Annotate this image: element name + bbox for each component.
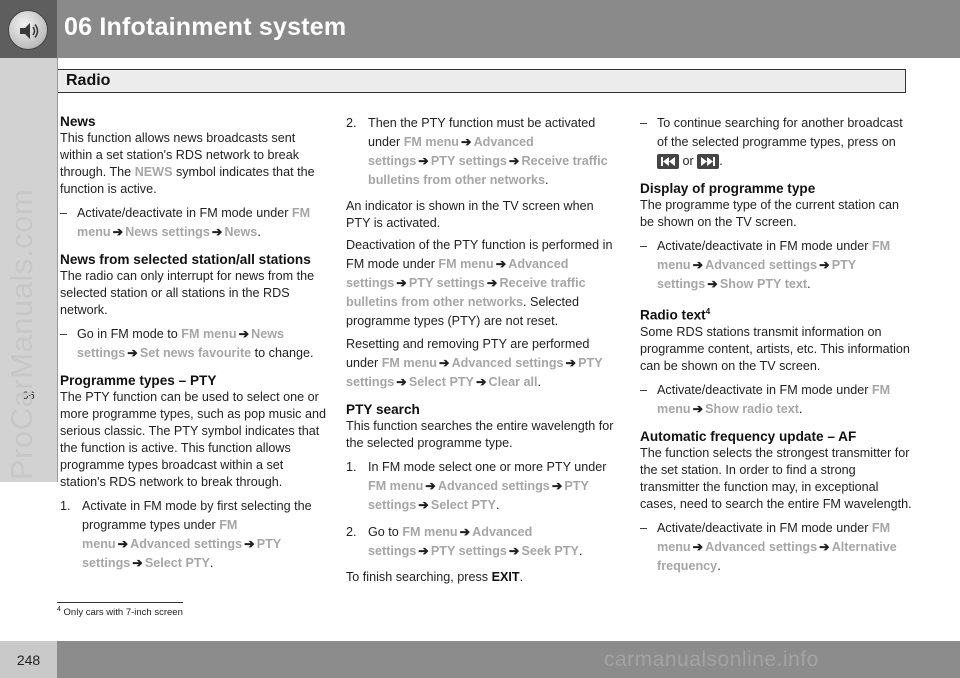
arrow-icon: ➔ bbox=[211, 225, 223, 239]
watermark: ProCarManuals.com bbox=[4, 188, 39, 480]
arrow-icon: ➔ bbox=[819, 539, 830, 554]
list-item: 1. Activate in FM mode by first selectin… bbox=[60, 499, 312, 570]
arrow-icon: ➔ bbox=[692, 258, 704, 272]
side-divider bbox=[57, 58, 58, 482]
arrow-icon: ➔ bbox=[475, 375, 487, 389]
arrow-icon: ➔ bbox=[244, 537, 255, 551]
arrow-icon: ➔ bbox=[117, 537, 129, 551]
prev-track-icon bbox=[657, 154, 679, 170]
paragraph-display-type: The programme type of the current statio… bbox=[640, 198, 900, 229]
arrow-icon: ➔ bbox=[819, 258, 830, 272]
exit-label: EXIT bbox=[491, 570, 520, 584]
arrow-icon: ➔ bbox=[508, 154, 520, 168]
arrow-icon: ➔ bbox=[692, 401, 704, 416]
page-number: 248 bbox=[16, 652, 41, 668]
arrow-icon: ➔ bbox=[418, 154, 429, 168]
arrow-icon: ➔ bbox=[132, 556, 143, 570]
arrow-icon: ➔ bbox=[459, 525, 471, 539]
paragraph-pty: The PTY function can be used to select o… bbox=[60, 390, 326, 489]
speaker-icon bbox=[8, 10, 48, 50]
arrow-icon: ➔ bbox=[495, 257, 507, 271]
list-item: 2. Go to FM menu➔Advanced settings➔PTY s… bbox=[346, 525, 583, 558]
section-title: Radio bbox=[66, 72, 111, 89]
arrow-icon: ➔ bbox=[112, 225, 124, 239]
column-3: – To continue searching for another broa… bbox=[640, 114, 912, 584]
footer-band bbox=[0, 641, 960, 678]
paragraph-radio-text: Some RDS stations transmit information o… bbox=[640, 324, 910, 373]
arrow-icon: ➔ bbox=[707, 277, 718, 291]
heading-pty-search: PTY search bbox=[346, 402, 420, 417]
heading-pty: Programme types – PTY bbox=[60, 373, 217, 388]
arrow-icon: ➔ bbox=[565, 356, 577, 370]
column-1: News This function allows news broadcast… bbox=[60, 114, 328, 581]
arrow-icon: ➔ bbox=[396, 375, 407, 389]
paragraph-af: The function selects the strongest trans… bbox=[640, 445, 912, 511]
arrow-icon: ➔ bbox=[508, 544, 520, 558]
heading-news: News bbox=[60, 114, 96, 129]
paragraph-reset: Resetting and removing PTY are performed… bbox=[346, 337, 603, 389]
keyword-news: NEWS bbox=[134, 165, 173, 179]
paragraph-finish: To finish searching, press EXIT. bbox=[346, 570, 524, 584]
paragraph-news: This function allows news broadcasts sen… bbox=[60, 131, 315, 196]
section-header: Radio bbox=[57, 69, 906, 93]
footnote-ref: 4 bbox=[705, 307, 711, 316]
paragraph-indicator: An indicator is shown in the TV screen w… bbox=[346, 199, 594, 230]
list-item: – Activate/deactivate in FM mode under F… bbox=[640, 239, 891, 291]
header-band bbox=[0, 0, 960, 58]
next-track-icon bbox=[697, 154, 720, 170]
paragraph-news-selected: The radio can only interrupt for news fr… bbox=[60, 269, 315, 317]
list-item: – To continue searching for another broa… bbox=[640, 116, 903, 170]
arrow-icon: ➔ bbox=[486, 276, 498, 290]
list-item: 2. Then the PTY function must be activat… bbox=[346, 116, 608, 187]
list-item: – Go in FM mode to FM menu➔News settings… bbox=[60, 327, 314, 360]
footnote-rule bbox=[57, 602, 183, 603]
side-tab bbox=[0, 58, 57, 482]
heading-radio-text: Radio text4 bbox=[640, 307, 711, 323]
paragraph-pty-search: This function searches the entire wavele… bbox=[346, 419, 614, 450]
footnote: 4 Only cars with 7-inch screen bbox=[57, 606, 183, 619]
arrow-icon: ➔ bbox=[127, 346, 138, 360]
chapter-corner bbox=[0, 0, 57, 58]
chapter-title: 06 Infotainment system bbox=[64, 13, 347, 41]
column-2: 2. Then the PTY function must be activat… bbox=[346, 114, 616, 590]
arrow-icon: ➔ bbox=[425, 479, 436, 493]
list-item: 1. In FM mode select one or more PTY und… bbox=[346, 460, 607, 512]
arrow-icon: ➔ bbox=[461, 135, 472, 149]
arrow-icon: ➔ bbox=[439, 356, 450, 370]
heading-news-selected: News from selected station/all stations bbox=[60, 252, 311, 267]
arrow-icon: ➔ bbox=[396, 276, 407, 290]
arrow-icon: ➔ bbox=[692, 539, 704, 554]
arrow-icon: ➔ bbox=[418, 544, 429, 558]
arrow-icon: ➔ bbox=[551, 479, 563, 493]
paragraph-deactivation: Deactivation of the PTY function is perf… bbox=[346, 238, 613, 328]
side-chapter-marker: 06 bbox=[22, 390, 35, 402]
arrow-icon: ➔ bbox=[238, 327, 250, 341]
page-number-box bbox=[0, 641, 57, 678]
arrow-icon: ➔ bbox=[418, 498, 429, 512]
list-item: – Activate/deactivate in FM mode under F… bbox=[640, 520, 897, 573]
list-item: – Activate/deactivate in FM mode under F… bbox=[640, 382, 891, 416]
heading-af: Automatic frequency update – AF bbox=[640, 428, 857, 444]
site-watermark: carmanualsonline.info bbox=[604, 648, 819, 671]
list-item: – Activate/deactivate in FM mode under F… bbox=[60, 206, 311, 239]
heading-display-type: Display of programme type bbox=[640, 181, 816, 196]
